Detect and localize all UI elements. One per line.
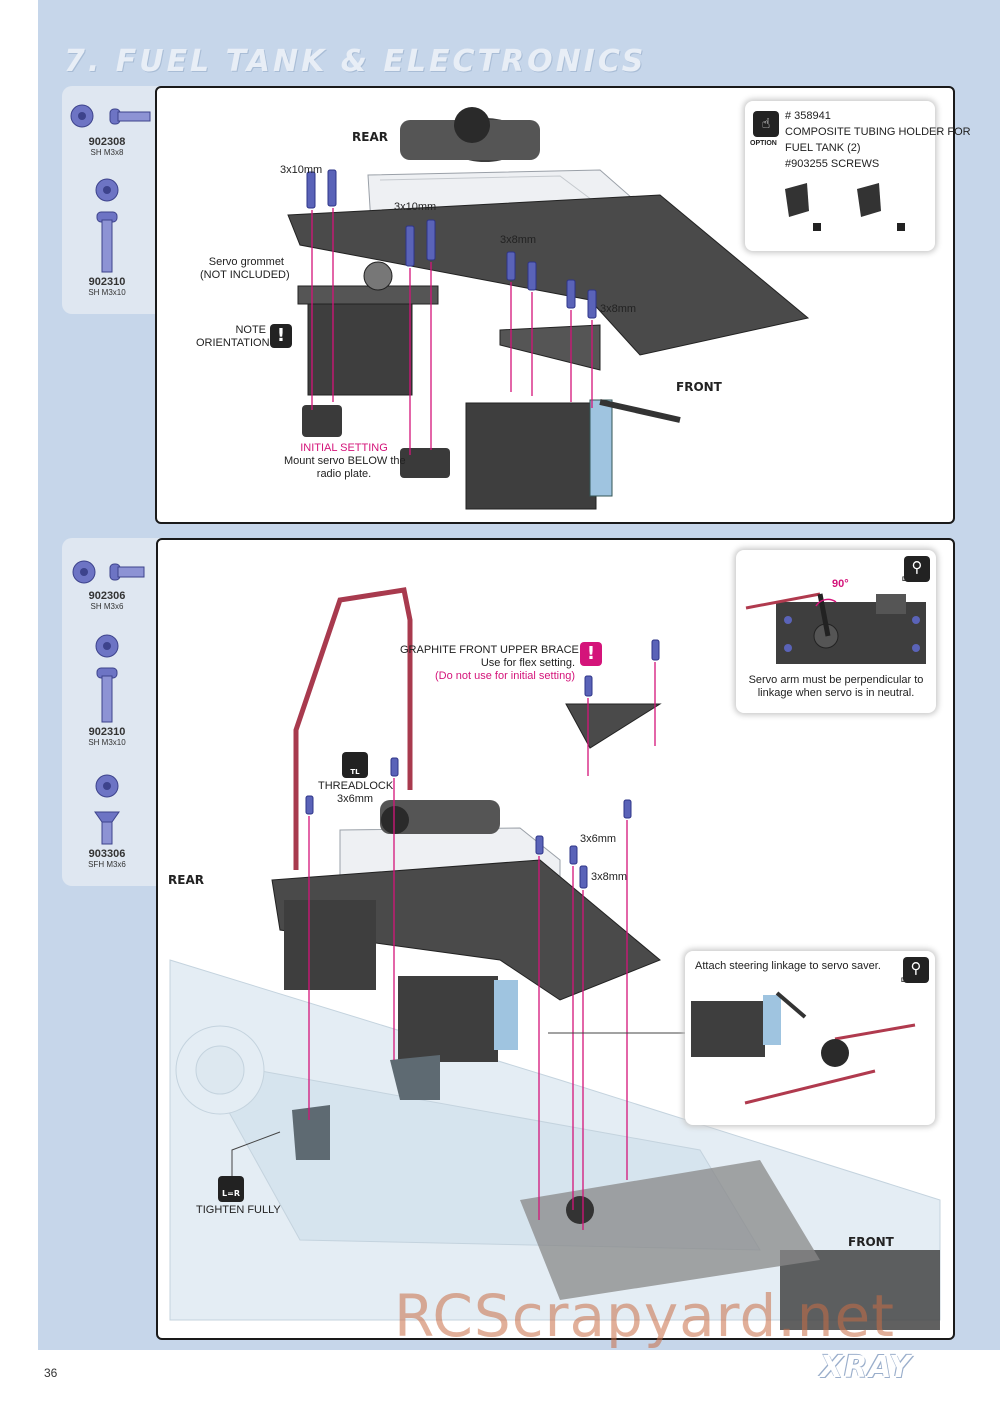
initial-setting-label: INITIAL SETTING Mount servo BELOW the ra… xyxy=(284,442,406,481)
step2-screw-sidebar: 902306 SH M3x6 902310 SH M3x10 903306 SF… xyxy=(62,538,162,886)
section-title: 7. FUEL TANK & ELECTRONICS xyxy=(64,44,647,79)
screw-code: 902306 xyxy=(88,590,126,602)
tighten-fully-label: TIGHTEN FULLY xyxy=(196,1204,281,1216)
threadlock-icon: TL xyxy=(342,752,368,778)
screw-desc: SFH M3x6 xyxy=(88,860,126,869)
threadlock-size: 3x6mm xyxy=(336,793,374,805)
screw-902308: 902308 SH M3x8 xyxy=(62,100,152,157)
screw-902308-icon xyxy=(70,104,151,128)
screw-code: 902310 xyxy=(88,726,126,738)
step1-front-label: FRONT xyxy=(676,380,722,394)
equal-torque-icon: L=R xyxy=(218,1176,244,1202)
angle-label: 90° xyxy=(832,578,849,590)
screw-code: 903306 xyxy=(88,848,126,860)
initial-setting-title: INITIAL SETTING xyxy=(300,442,388,454)
threadlock-title: THREADLOCK xyxy=(318,780,394,792)
detail-badge-label: DETAIL xyxy=(902,577,924,583)
screw-size-label: 3x6mm xyxy=(580,833,617,845)
screw-size-label: 3x10mm xyxy=(394,201,437,213)
threadlock-label: THREADLOCK 3x6mm xyxy=(318,780,394,806)
screw-902310-icon xyxy=(95,178,119,273)
detail-badge-label: DETAIL xyxy=(901,978,923,984)
screw-desc: SH M3x8 xyxy=(90,148,124,157)
screw-code: 902310 xyxy=(88,276,126,288)
option-part-number: # 358941 xyxy=(785,110,831,122)
step1-rear-label: REAR xyxy=(352,130,388,144)
option-badge-label: OPTION xyxy=(750,140,777,147)
brand-logo: XRAY xyxy=(820,1350,912,1385)
screw-902306-icon xyxy=(72,560,145,584)
detail-note: Attach steering linkage to servo saver. xyxy=(695,960,881,972)
option-callout: ☝ OPTION # 358941 COMPOSITE TUBING HOLDE… xyxy=(745,101,971,251)
note-line2: ORIENTATION xyxy=(196,337,270,349)
servo-arm-diagram xyxy=(745,592,926,664)
magnifier-icon: ⚲ xyxy=(903,957,929,983)
screw-903306-icon xyxy=(94,774,120,845)
screw-902310: 902310 SH M3x10 xyxy=(62,634,152,747)
brace-warning: (Do not use for initial setting) xyxy=(434,670,575,682)
detail-callout-servo-arm: ⚲ DETAIL 90° Servo arm must be perpendic… xyxy=(736,550,936,713)
grommet-line1: Servo grommet xyxy=(208,256,284,268)
note-line1: NOTE xyxy=(235,324,266,336)
detail-callout-steering-linkage: ⚲ DETAIL Attach steering linkage to serv… xyxy=(685,951,935,1125)
option-description: COMPOSITE TUBING HOLDER FOR xyxy=(785,126,971,138)
watermark: RCScrapyard.net xyxy=(394,1282,895,1350)
tubing-holder-icon xyxy=(785,183,905,231)
warning-icon: ! xyxy=(270,324,292,348)
screw-size-label: 3x8mm xyxy=(600,303,637,315)
option-screws: #903255 SCREWS xyxy=(785,158,880,170)
brace-title: GRAPHITE FRONT UPPER BRACE xyxy=(400,644,579,656)
mount-line2: radio plate. xyxy=(316,468,372,480)
screw-desc: SH M3x10 xyxy=(88,738,126,747)
grommet-line2: (NOT INCLUDED) xyxy=(200,269,290,281)
detail-note: Servo arm must be perpendicular to linka… xyxy=(736,674,936,700)
lr-badge-label: L=R xyxy=(222,1189,240,1198)
detail-note-line1: Servo arm must be perpendicular to xyxy=(748,674,924,686)
screw-903306: 903306 SFH M3x6 xyxy=(62,774,152,869)
magnifier-icon: ⚲ xyxy=(904,556,930,582)
screw-size-label: 3x8mm xyxy=(500,234,537,246)
screw-desc: SH M3x10 xyxy=(88,288,126,297)
page-number: 36 xyxy=(44,1366,58,1380)
warning-icon: ! xyxy=(580,642,602,666)
thumbs-up-icon: ☝ xyxy=(753,111,779,137)
step2-rear-label: REAR xyxy=(168,873,204,887)
step2-front-label: FRONT xyxy=(848,1235,894,1249)
detail-note-line2: linkage when servo is in neutral. xyxy=(757,687,915,699)
screw-code: 902308 xyxy=(88,136,126,148)
screw-desc: SH M3x6 xyxy=(90,602,124,611)
option-description: FUEL TANK (2) xyxy=(785,142,861,154)
mount-line1: Mount servo BELOW the xyxy=(284,455,406,467)
note-label: NOTE ORIENTATION xyxy=(196,324,270,350)
screw-902306: 902306 SH M3x6 xyxy=(62,558,152,611)
grommet-label: Servo grommet (NOT INCLUDED) xyxy=(200,256,290,282)
screw-902310-icon xyxy=(95,634,119,723)
steering-linkage-diagram xyxy=(691,991,916,1105)
screw-size-label: 3x8mm xyxy=(591,871,628,883)
brace-label: GRAPHITE FRONT UPPER BRACE Use for flex … xyxy=(400,644,579,683)
screw-902310: 902310 SH M3x10 xyxy=(62,178,152,297)
screw-size-label: 3x10mm xyxy=(280,164,323,176)
threadlock-badge-label: TL xyxy=(350,768,360,776)
step1-screw-sidebar: 902308 SH M3x8 902310 SH M3x10 xyxy=(62,86,162,314)
brace-note: Use for flex setting. xyxy=(480,657,575,669)
